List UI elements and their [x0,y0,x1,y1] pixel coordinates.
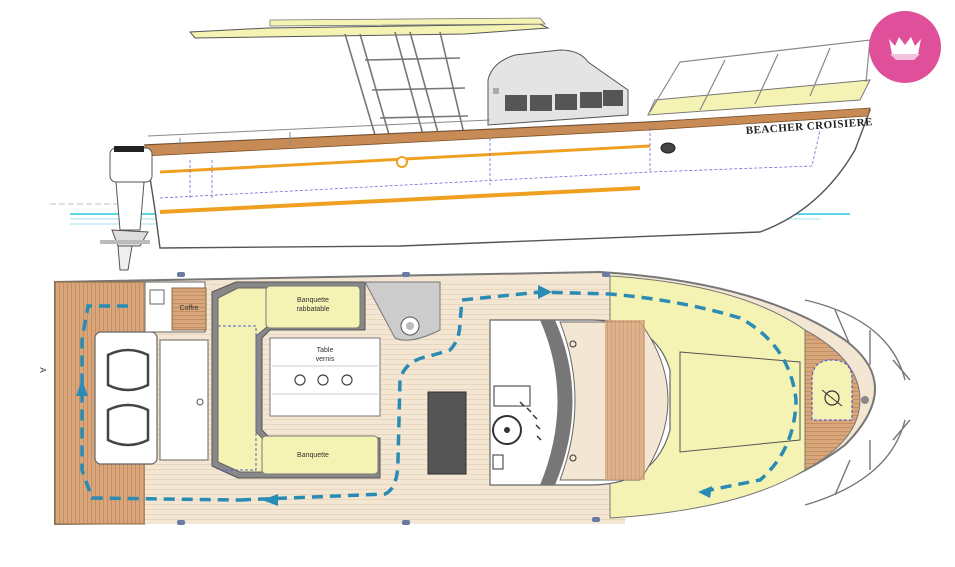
helm-console [489,319,671,486]
outboard-motor [100,146,153,271]
coffre-label: Coffre [180,305,199,312]
floor-hatch [427,391,467,475]
side-mark: A [38,367,47,373]
saloon: Banquette rabbatable Table vernis Banque… [211,281,381,479]
banquette-top-sublabel: rabbatable [296,306,329,313]
circulation-path [80,290,798,502]
deck-fittings [177,272,610,525]
bow-rails [647,39,871,116]
banquette-bottom-label: Banquette [297,452,329,459]
bow-pulpit-rails [804,299,911,506]
brand-badge [869,11,941,83]
mast-base [364,281,441,341]
wheelhouse [487,49,629,126]
hull: BEACHER CROISIERE [144,107,873,249]
flow-arrowheads [76,285,712,506]
table-sublabel: vernis [316,356,335,363]
side-view: BEACHER CROISIERE [50,17,873,271]
top-view: Coffre Banquette rabbatable Table vernis… [38,270,911,526]
table-label: Table [317,347,334,354]
paper-boat-icon [889,37,921,60]
coffre-locker: Coffre [144,281,207,333]
anchor-locker [811,359,869,421]
banquette-top-label: Banquette [297,297,329,304]
rear-seating [94,331,209,465]
